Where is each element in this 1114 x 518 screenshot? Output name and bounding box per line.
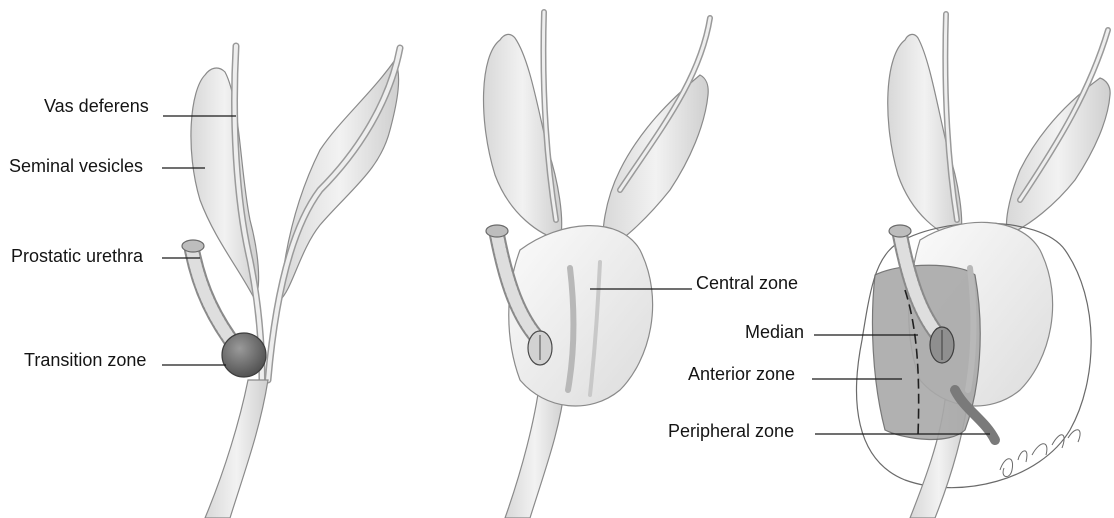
seminal-vesicle-right — [280, 60, 399, 300]
panel-3-anatomy — [857, 14, 1111, 518]
artist-signature — [1000, 430, 1080, 477]
label-vas-deferens: Vas deferens — [44, 96, 149, 116]
label-median: Median — [745, 322, 804, 342]
seminal-vesicle-right — [603, 75, 708, 250]
transition-zone-ball — [222, 333, 266, 377]
label-anterior-zone: Anterior zone — [688, 364, 795, 384]
panel-2-anatomy — [484, 12, 710, 518]
label-central-zone: Central zone — [696, 273, 798, 293]
label-prostatic-urethra: Prostatic urethra — [11, 246, 143, 266]
prostatic-urethra-opening — [182, 240, 204, 252]
anterior-zone-shape — [872, 265, 980, 439]
urethra-lower — [205, 380, 268, 518]
label-seminal-vesicles: Seminal vesicles — [9, 156, 143, 176]
panel-1-anatomy — [182, 46, 400, 518]
label-transition-zone: Transition zone — [24, 350, 146, 370]
seminal-vesicle-left — [484, 34, 562, 240]
label-peripheral-zone: Peripheral zone — [668, 421, 794, 441]
seminal-vesicle-right — [1007, 78, 1111, 235]
